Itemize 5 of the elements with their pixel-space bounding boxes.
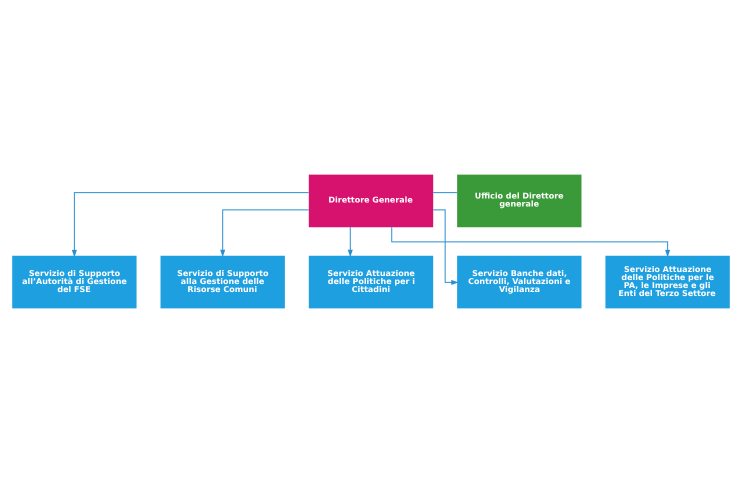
arrow <box>72 192 310 257</box>
arrow <box>348 226 353 257</box>
arrow <box>220 208 310 257</box>
connector <box>432 192 458 193</box>
arrow <box>432 208 459 284</box>
